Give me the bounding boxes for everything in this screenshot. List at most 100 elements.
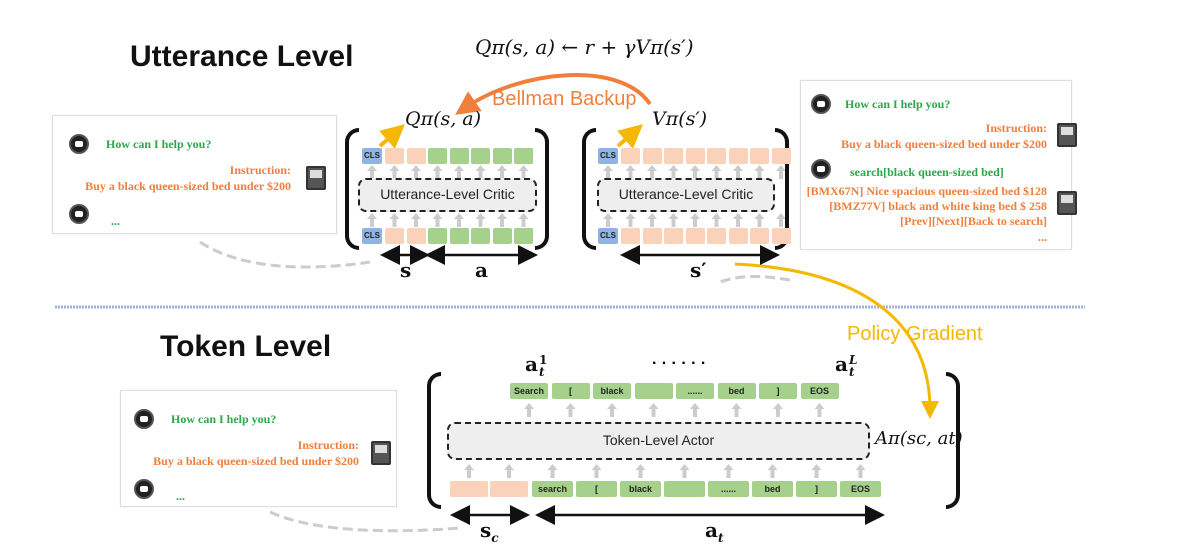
token xyxy=(471,228,490,244)
token: CLS xyxy=(598,228,618,244)
token: ...... xyxy=(676,383,714,399)
up-arrow-icon xyxy=(432,165,443,179)
up-arrow-icon xyxy=(367,165,377,179)
up-arrow-icon xyxy=(475,213,486,227)
token xyxy=(664,228,683,244)
token: black xyxy=(620,481,661,497)
computer-icon xyxy=(306,166,326,190)
advantage-label: Aπ(sc, at) xyxy=(875,428,963,449)
span-arrows xyxy=(380,245,885,525)
token: [ xyxy=(576,481,617,497)
up-arrow-icon xyxy=(464,464,474,478)
up-arrow-icon xyxy=(635,464,646,478)
token xyxy=(514,148,533,164)
v-label: Vπ(s′) xyxy=(652,108,708,130)
bellman-backup-label: Bellman Backup xyxy=(492,88,637,110)
token-level-title: Token Level xyxy=(160,330,332,363)
s-label: s xyxy=(400,258,412,282)
token xyxy=(707,148,726,164)
token-level-actor: Token-Level Actor xyxy=(447,422,870,460)
a-label: a xyxy=(475,258,488,282)
bellman-arrow xyxy=(455,73,652,115)
up-arrow-icon xyxy=(648,403,659,417)
up-arrow-icon xyxy=(565,403,576,417)
up-arrow-icon xyxy=(776,165,786,179)
up-arrow-icon xyxy=(679,464,690,478)
token xyxy=(621,228,640,244)
token xyxy=(450,481,488,497)
robot-icon xyxy=(811,159,831,179)
utterance-level-title: Utterance Level xyxy=(130,40,354,73)
token: search xyxy=(532,481,573,497)
up-arrow-icon xyxy=(389,213,400,227)
up-arrow-icon xyxy=(432,213,443,227)
up-arrow-icon xyxy=(591,464,602,478)
utterance-critic-q: Utterance-Level Critic xyxy=(358,178,537,212)
token: Search xyxy=(510,383,548,399)
v-output-arrow xyxy=(616,124,644,149)
up-arrow-icon xyxy=(367,213,377,227)
bot-message: How can I help you? xyxy=(845,97,951,111)
instruction-title: Instruction: xyxy=(297,438,359,452)
up-arrow-icon xyxy=(475,165,486,179)
up-arrow-icon xyxy=(776,213,786,227)
ellipsis: ... xyxy=(1038,230,1047,244)
bracket xyxy=(775,128,789,250)
token: EOS xyxy=(840,481,881,497)
up-arrow-icon xyxy=(668,213,679,227)
up-arrow-icon xyxy=(603,165,613,179)
up-arrow-icon xyxy=(754,165,765,179)
up-arrow-icon xyxy=(454,165,464,179)
token xyxy=(771,148,791,164)
up-arrow-icon xyxy=(767,464,778,478)
q-output-arrow xyxy=(378,124,406,149)
token: bed xyxy=(717,383,756,399)
up-arrow-icon xyxy=(647,165,657,179)
up-arrow-icon xyxy=(690,403,700,417)
bracket xyxy=(535,128,549,250)
token xyxy=(449,228,469,244)
token xyxy=(471,148,490,164)
agent-action: search[black queen-sized bed] xyxy=(850,165,1004,179)
observation-line: [Prev][Next][Back to search] xyxy=(900,214,1047,228)
token: ] xyxy=(759,383,797,399)
up-arrow-icon xyxy=(690,213,700,227)
dashed-connector xyxy=(199,240,371,269)
token xyxy=(728,148,748,164)
up-arrow-icon xyxy=(811,464,822,478)
ellipsis: ... xyxy=(176,489,185,503)
utterance-critic-v: Utterance-Level Critic xyxy=(597,178,775,212)
up-arrow-icon xyxy=(497,165,507,179)
a-t-label: at xyxy=(705,518,724,545)
token xyxy=(385,148,404,164)
chat-card-left: How can I help you? Instruction: Buy a b… xyxy=(52,115,337,234)
up-arrow-icon xyxy=(625,213,636,227)
token xyxy=(492,228,512,244)
policy-gradient-arrow xyxy=(734,262,939,419)
up-arrow-icon xyxy=(497,213,507,227)
up-arrow-icon xyxy=(518,213,529,227)
up-arrow-icon xyxy=(754,213,765,227)
token: ] xyxy=(796,481,837,497)
policy-gradient-label: Policy Gradient xyxy=(847,323,983,345)
token xyxy=(707,228,726,244)
up-arrow-icon xyxy=(814,403,825,417)
token xyxy=(750,148,769,164)
up-arrow-icon xyxy=(389,165,400,179)
bot-message: How can I help you? xyxy=(171,412,277,426)
up-arrow-icon xyxy=(731,403,742,417)
s-prime-label: s′ xyxy=(690,258,707,282)
up-arrow-icon xyxy=(733,213,743,227)
up-arrow-icon xyxy=(411,213,421,227)
robot-icon xyxy=(69,134,89,154)
bracket xyxy=(582,128,596,250)
instruction-text: Buy a black queen-sized bed under $200 xyxy=(85,179,291,193)
token: ...... xyxy=(708,481,749,497)
robot-icon xyxy=(134,479,154,499)
instruction-title: Instruction: xyxy=(229,163,291,177)
up-arrow-icon xyxy=(690,165,700,179)
chat-card-right: How can I help you? Instruction: Buy a b… xyxy=(800,80,1077,250)
